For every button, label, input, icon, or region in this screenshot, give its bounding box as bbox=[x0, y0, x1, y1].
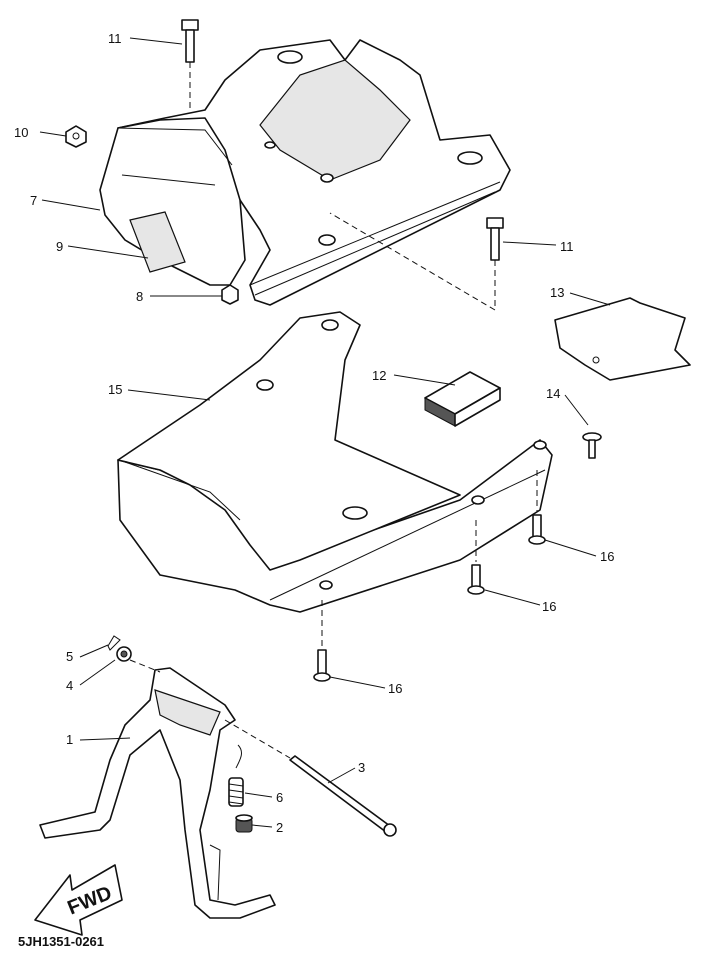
callout-16-middle: 16 bbox=[542, 599, 556, 614]
nut-8 bbox=[221, 284, 239, 305]
bolt-16-middle bbox=[467, 520, 485, 595]
nut bbox=[65, 125, 87, 148]
sheet bbox=[554, 297, 691, 381]
callout-6: 6 bbox=[276, 790, 283, 805]
forward-arrow: FWD bbox=[34, 864, 123, 936]
callout-5: 5 bbox=[66, 649, 73, 664]
callout-14: 14 bbox=[546, 386, 560, 401]
callout-4: 4 bbox=[66, 678, 73, 693]
callout-11-top: 11 bbox=[108, 31, 122, 46]
callout-13: 13 bbox=[550, 285, 564, 300]
screw-14 bbox=[582, 432, 602, 459]
upper-floor-cover bbox=[117, 39, 511, 306]
callout-labels: 11 10 7 9 8 11 13 12 14 15 16 16 16 5 4 … bbox=[14, 31, 614, 835]
callout-1: 1 bbox=[66, 732, 73, 747]
callout-10: 10 bbox=[14, 125, 28, 140]
bolt-16-right bbox=[528, 470, 546, 545]
bolt-right bbox=[329, 212, 504, 311]
front-inner-cover bbox=[99, 117, 246, 286]
callout-7: 7 bbox=[30, 193, 37, 208]
bolt-top bbox=[181, 19, 199, 112]
caution-label bbox=[129, 211, 186, 273]
callout-16-bottom: 16 bbox=[388, 681, 402, 696]
lower-cover bbox=[117, 311, 553, 613]
callout-11-right: 11 bbox=[560, 239, 574, 254]
callout-15: 15 bbox=[108, 382, 122, 397]
callout-3: 3 bbox=[358, 760, 365, 775]
callout-8: 8 bbox=[136, 289, 143, 304]
rubber-pad bbox=[424, 371, 501, 427]
return-spring bbox=[228, 744, 244, 807]
leader-lines bbox=[39, 37, 611, 828]
bolt-16-bottom bbox=[313, 600, 331, 682]
drawing-code: 5JH1351-0261 bbox=[18, 934, 104, 949]
washer bbox=[116, 646, 132, 662]
callout-16-right: 16 bbox=[600, 549, 614, 564]
main-stand bbox=[39, 667, 276, 919]
cotter-pin bbox=[107, 635, 161, 673]
pivot-shaft bbox=[224, 719, 397, 837]
callout-9: 9 bbox=[56, 239, 63, 254]
collar bbox=[235, 814, 253, 833]
callout-2: 2 bbox=[276, 820, 283, 835]
callout-12: 12 bbox=[372, 368, 386, 383]
